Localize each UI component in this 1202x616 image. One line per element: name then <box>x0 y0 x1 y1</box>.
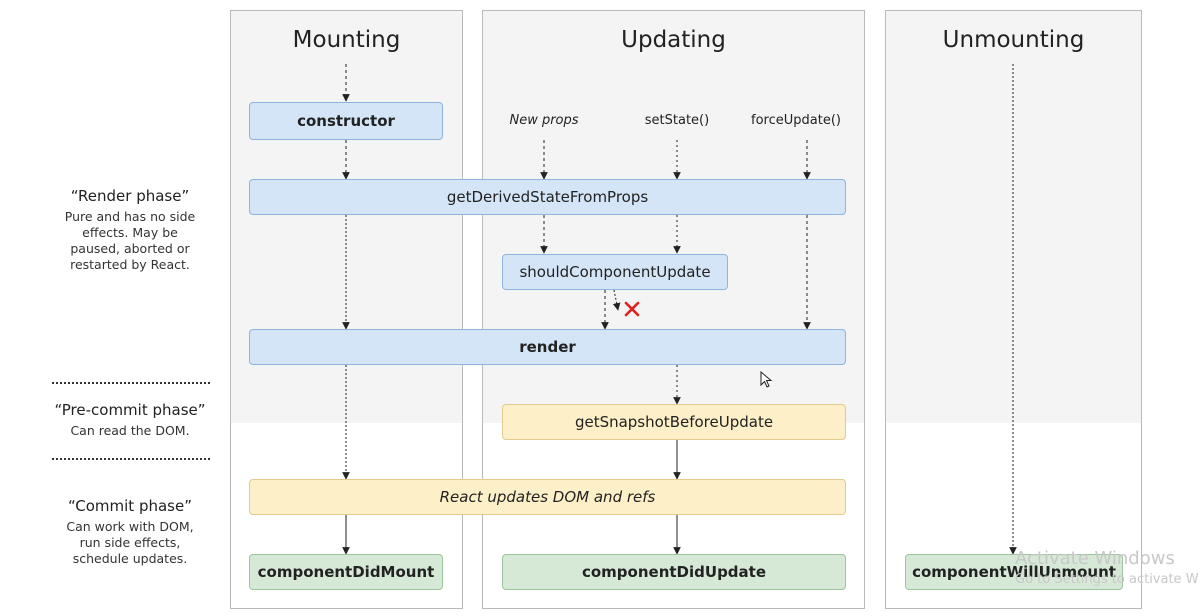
activate-windows-subtitle: Go to Settings to activate W <box>1015 572 1199 587</box>
phase-divider-1 <box>52 382 210 384</box>
render-box: render <box>249 329 846 365</box>
updating-title: Updating <box>621 27 726 53</box>
precommit-phase-title: “Pre-commit phase” <box>54 401 206 419</box>
commit-phase-desc-line: run side effects, <box>79 535 181 550</box>
phase-divider-2 <box>52 458 210 460</box>
render-phase-desc-line: Pure and has no side <box>64 209 196 224</box>
component-did-mount-box: componentDidMount <box>249 554 443 590</box>
component-will-unmount-box: componentWillUnmount <box>905 554 1123 590</box>
render-phase-title: “Render phase” <box>70 187 190 205</box>
trigger-set-state: setState() <box>644 113 710 128</box>
get-snapshot-box: getSnapshotBeforeUpdate <box>502 404 846 440</box>
render-phase-label: “Render phase” Pure and has no side effe… <box>40 187 220 273</box>
render-phase-desc-line: restarted by React. <box>70 257 190 272</box>
cursor-icon <box>760 371 773 388</box>
precommit-phase-label: “Pre-commit phase” Can read the DOM. <box>40 401 220 439</box>
component-did-update-box: componentDidUpdate <box>502 554 846 590</box>
commit-phase-desc: Can work with DOM, run side effects, sch… <box>40 519 220 567</box>
commit-phase-title: “Commit phase” <box>68 497 192 515</box>
react-updates-dom-box: React updates DOM and refs <box>249 479 846 515</box>
render-phase-desc-line: paused, aborted or <box>70 241 190 256</box>
activate-windows-title: Activate Windows <box>1015 548 1175 569</box>
precommit-phase-desc: Can read the DOM. <box>40 423 220 439</box>
unmounting-title: Unmounting <box>942 27 1085 53</box>
cancel-x-icon <box>624 301 640 317</box>
render-phase-desc: Pure and has no side effects. May be pau… <box>40 209 220 273</box>
mounting-title: Mounting <box>292 27 401 53</box>
render-phase-desc-line: effects. May be <box>82 225 178 240</box>
commit-phase-label: “Commit phase” Can work with DOM, run si… <box>40 497 220 567</box>
get-derived-state-box: getDerivedStateFromProps <box>249 179 846 215</box>
constructor-box: constructor <box>249 102 443 140</box>
trigger-force-update: forceUpdate() <box>751 113 841 128</box>
commit-phase-desc-line: Can work with DOM, <box>66 519 194 534</box>
should-component-update-box: shouldComponentUpdate <box>502 254 728 290</box>
precommit-phase-desc-line: Can read the DOM. <box>70 423 190 438</box>
trigger-new-props: New props <box>509 113 579 128</box>
commit-phase-desc-line: schedule updates. <box>72 551 188 566</box>
